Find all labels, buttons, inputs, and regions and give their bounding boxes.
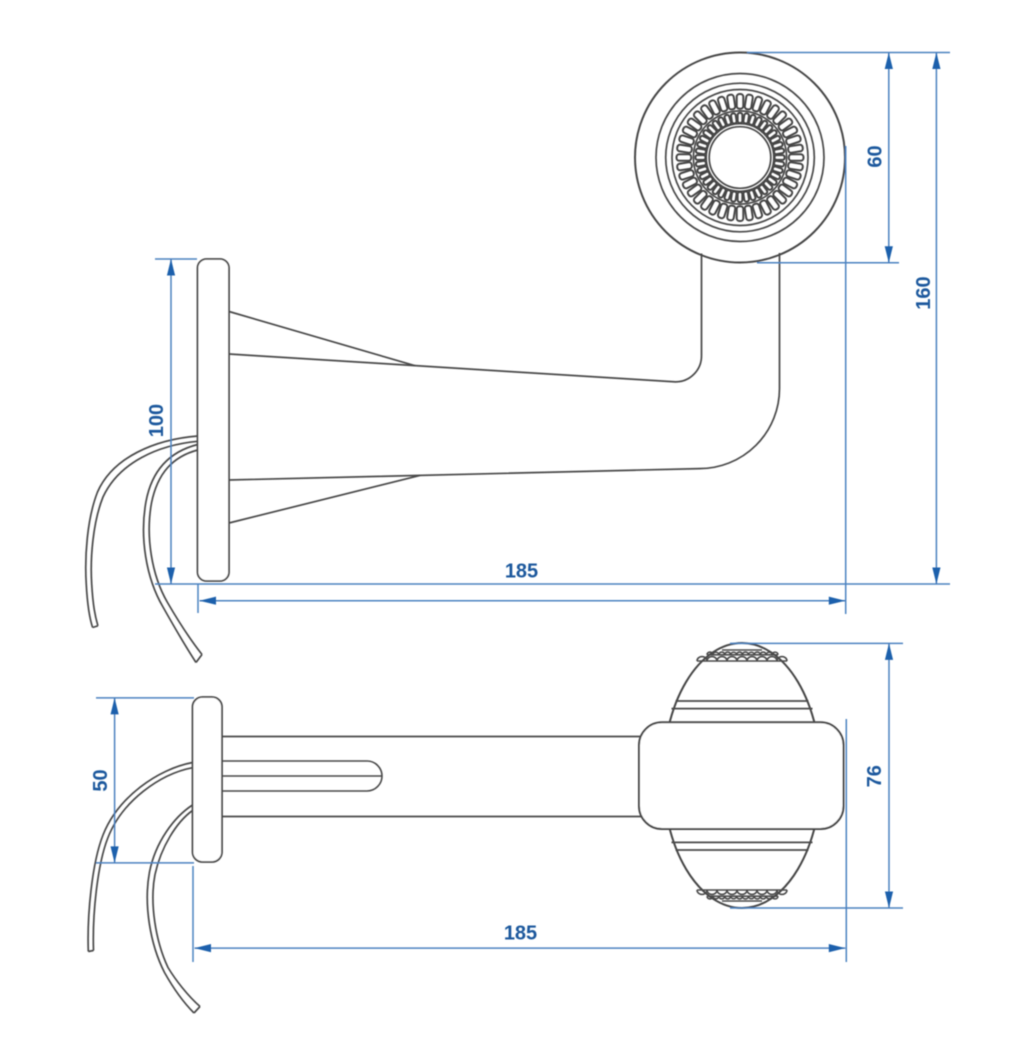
svg-text:100: 100: [146, 404, 168, 437]
svg-text:185: 185: [505, 561, 538, 583]
svg-text:60: 60: [865, 145, 887, 167]
svg-text:160: 160: [913, 276, 935, 309]
svg-text:185: 185: [504, 923, 537, 945]
svg-text:50: 50: [90, 769, 112, 791]
svg-text:76: 76: [864, 765, 886, 787]
